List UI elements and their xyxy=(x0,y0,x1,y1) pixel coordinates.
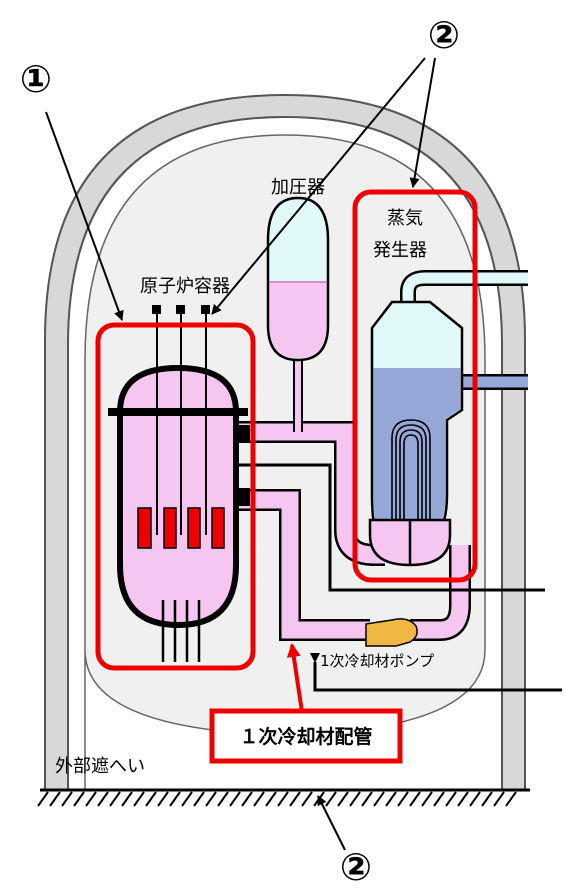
ground-hatching xyxy=(37,791,517,807)
steam-generator-label-line2: 発生器 xyxy=(373,240,427,261)
highlight-reactor-box xyxy=(95,322,256,671)
primary-piping-box xyxy=(209,708,403,764)
primary-pump xyxy=(365,618,418,647)
fuel-assemblies xyxy=(137,507,225,549)
primary-pump-label: 1次冷却材ポンプ xyxy=(320,652,434,670)
outer-shield-label: 外部遮へい xyxy=(55,756,145,777)
marker-1-label: ① xyxy=(20,57,52,101)
pressurizer-label: 加圧器 xyxy=(271,177,325,198)
reactor-vessel-label: 原子炉容器 xyxy=(140,276,230,297)
aux-line-1 xyxy=(238,463,545,592)
marker-2-bottom-label: ② xyxy=(340,845,372,889)
marker-2-top-label: ② xyxy=(428,13,460,57)
pressurizer xyxy=(266,196,330,362)
steam-generator xyxy=(368,270,528,567)
steam-generator-label-line1: 蒸気 xyxy=(387,208,423,229)
primary-piping-label: １次冷却材配管 xyxy=(239,725,372,748)
highlight-sg-box xyxy=(352,189,478,583)
reactor-vessel xyxy=(108,305,250,662)
